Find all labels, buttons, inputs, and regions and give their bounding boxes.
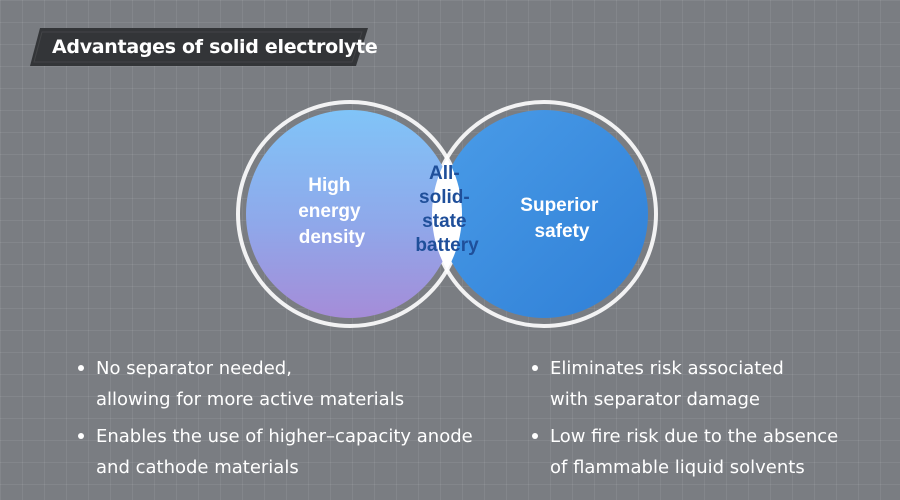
bullet-line: allowing for more active materials	[96, 389, 405, 410]
center-label-line: battery	[415, 235, 479, 256]
bullet-line: with separator damage	[550, 389, 760, 410]
bullet-line: Low fire risk due to the absence	[550, 426, 839, 447]
svg-text:Superior safety: Superior safety	[520, 195, 603, 242]
title-banner: Advantages of solid electrolyte	[30, 28, 378, 66]
left-circle-label-line: energy	[298, 201, 361, 222]
bullet-line: and cathode materials	[96, 457, 299, 478]
page-title: Advantages of solid electrolyte	[52, 36, 378, 58]
right-circle-label-line: Superior	[520, 195, 599, 216]
center-label-line: All-	[429, 163, 460, 184]
center-label-line: solid-	[419, 187, 470, 208]
left-bullet-list: No separator needed, allowing for more a…	[76, 353, 496, 489]
center-label-line: state	[422, 211, 466, 232]
right-circle	[440, 110, 648, 318]
bullet-line: Eliminates risk associated	[550, 358, 784, 379]
left-circle	[246, 110, 454, 318]
svg-text:High energy density: High energy density	[298, 175, 366, 248]
left-circle-label-line: High	[308, 175, 350, 196]
left-circle-label-line: density	[299, 227, 366, 248]
bullet-line: of flammable liquid solvents	[550, 457, 805, 478]
list-item: Enables the use of higher–capacity anode…	[76, 421, 496, 483]
list-item: Eliminates risk associated with separato…	[530, 353, 870, 415]
list-item: Low fire risk due to the absence of flam…	[530, 421, 870, 483]
svg-text:All- solid- state: All- solid- state battery	[415, 163, 479, 256]
right-circle-label-line: safety	[535, 221, 590, 242]
list-item: No separator needed, allowing for more a…	[76, 353, 496, 415]
bullet-line: Enables the use of higher–capacity anode	[96, 426, 473, 447]
right-bullet-list: Eliminates risk associated with separato…	[530, 353, 870, 489]
bullet-line: No separator needed,	[96, 358, 292, 379]
